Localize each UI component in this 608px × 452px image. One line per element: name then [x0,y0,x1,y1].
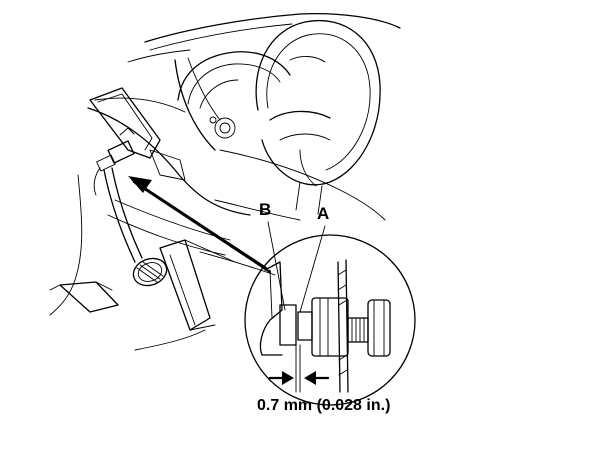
dashboard-outline [87,12,401,256]
clutch-pedal [103,167,168,287]
detail-magnifier [244,221,416,406]
label-b-leader [267,221,286,311]
brake-pedal [49,281,119,313]
callout-label-a: A [317,204,330,223]
gap-measurement-label: 0.7 mm (0.028 in.) [257,397,391,414]
gap-dimension-arrows [268,371,330,385]
harness-wire [49,174,83,316]
label-a-leader [299,225,326,313]
switch-connector [93,127,135,196]
callout-label-b: B [259,200,272,219]
air-vent [89,87,161,159]
steering-wheel [255,20,381,215]
pointer-arrow [128,176,272,274]
pedal-bracket [134,239,276,351]
